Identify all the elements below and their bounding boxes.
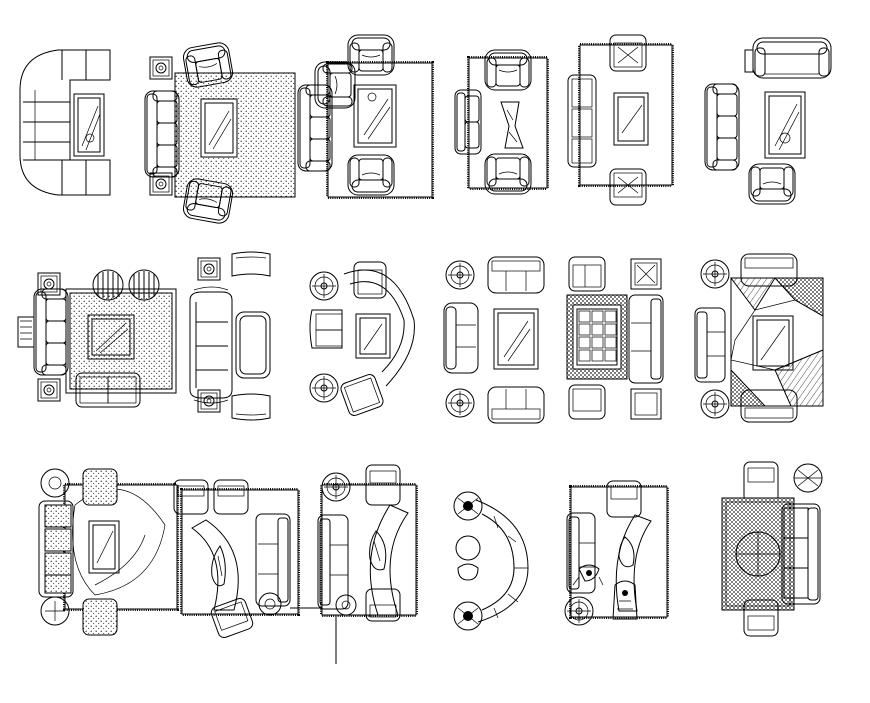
- layout-curved-sectional: [453, 491, 529, 631]
- layout-checked-rug: [721, 461, 823, 637]
- layout-two-sofas: [566, 256, 664, 420]
- layout-three-armchairs: [704, 37, 832, 205]
- layout-sofa-figures: [564, 480, 669, 626]
- layout-striped-ottomans: [17, 269, 177, 408]
- layout-curved-rug: [38, 468, 179, 636]
- layout-small-fringed: [454, 49, 549, 195]
- layout-fringed-rug: [297, 34, 434, 199]
- layout-curved-sofa: [309, 261, 415, 416]
- layout-four-armchairs: [443, 256, 545, 424]
- layout-loveseat-fringed: [567, 34, 674, 206]
- layout-l-sectional: [19, 49, 111, 196]
- layout-geometric-rug: [694, 253, 824, 423]
- layout-curved-tables-right: [317, 464, 418, 622]
- layout-classic-sofa: [189, 251, 271, 421]
- layout-curved-tables-left: [173, 479, 300, 639]
- layout-speckled-rug: [144, 40, 296, 226]
